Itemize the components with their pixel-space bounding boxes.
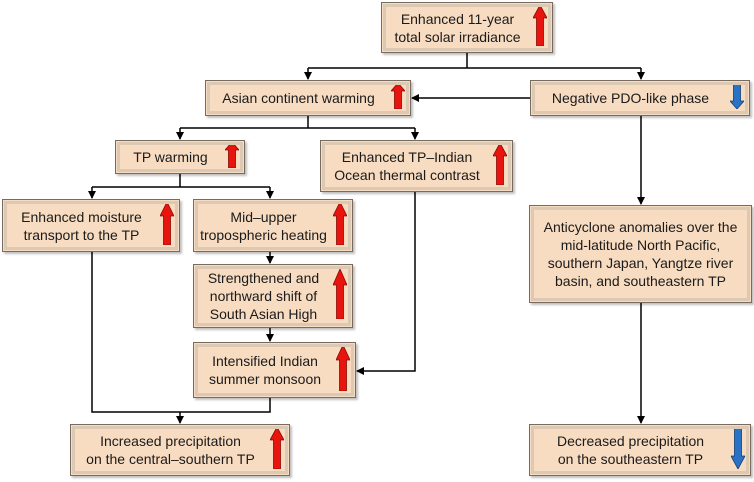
node-label: Anticyclone anomalies over the mid-latit… bbox=[543, 219, 738, 289]
node-south-asian-high: Strengthened and northward shift of Sout… bbox=[193, 264, 353, 328]
up-arrow-icon bbox=[269, 425, 285, 474]
connector-solar-split bbox=[308, 53, 641, 69]
down-arrow-shape bbox=[729, 82, 745, 110]
up-arrow-icon bbox=[532, 3, 548, 51]
down-arrow-icon bbox=[729, 82, 745, 114]
node-moisture-transport: Enhanced moisture transport to the TP bbox=[2, 199, 180, 252]
node-anticyclone-anomalies: Anticyclone anomalies over the mid-latit… bbox=[529, 205, 752, 303]
node-asian-continent-warming: Asian continent warming bbox=[205, 80, 411, 116]
node-thermal-contrast: Enhanced TP–Indian Ocean thermal contras… bbox=[320, 140, 513, 192]
up-arrow-shape bbox=[332, 200, 348, 245]
node-label: Strengthened and northward shift of Sout… bbox=[207, 270, 320, 322]
node-tropospheric-heating: Mid–upper tropospheric heating bbox=[193, 199, 353, 252]
up-arrow-shape bbox=[532, 3, 548, 46]
node-label: Enhanced 11-year total solar irradiance bbox=[394, 10, 521, 45]
up-arrow-icon bbox=[335, 343, 351, 396]
node-label: Mid–upper tropospheric heating bbox=[200, 208, 327, 243]
node-solar-irradiance: Enhanced 11-year total solar irradiance bbox=[381, 2, 553, 53]
node-label: Intensified Indian summer monsoon bbox=[208, 353, 322, 387]
connector-monsoon-down bbox=[180, 398, 271, 413]
up-arrow-icon bbox=[224, 140, 240, 173]
node-label: Negative PDO-like phase bbox=[551, 90, 710, 106]
node-label: Enhanced TP–Indian Ocean thermal contras… bbox=[334, 149, 480, 183]
up-arrow-shape bbox=[390, 81, 406, 109]
down-arrow-shape bbox=[730, 426, 746, 470]
node-label: Decreased precipitation on the southeast… bbox=[556, 433, 705, 467]
node-increased-precipitation: Increased precipitation on the central–s… bbox=[70, 424, 290, 476]
up-arrow-shape bbox=[335, 343, 351, 391]
up-arrow-icon bbox=[390, 81, 406, 114]
connector-tp-split bbox=[92, 174, 270, 188]
up-arrow-icon bbox=[332, 267, 348, 324]
up-arrow-icon bbox=[159, 200, 175, 250]
node-tp-warming: TP warming bbox=[115, 140, 245, 174]
up-arrow-icon bbox=[492, 141, 508, 190]
node-decreased-precipitation: Decreased precipitation on the southeast… bbox=[529, 424, 751, 476]
node-negative-pdo: Negative PDO-like phase bbox=[530, 80, 750, 116]
up-arrow-shape bbox=[332, 267, 348, 319]
connector-contrast-to-monsoon bbox=[356, 192, 416, 375]
up-arrow-icon bbox=[332, 200, 348, 250]
up-arrow-shape bbox=[224, 140, 240, 168]
node-label: Enhanced moisture transport to the TP bbox=[21, 208, 142, 243]
node-indian-monsoon: Intensified Indian summer monsoon bbox=[193, 342, 356, 398]
node-label: Asian continent warming bbox=[222, 90, 375, 106]
connector-asia-split bbox=[180, 116, 415, 129]
up-arrow-shape bbox=[159, 200, 175, 245]
down-arrow-icon bbox=[730, 426, 746, 474]
up-arrow-shape bbox=[269, 425, 285, 469]
connector-moisture-down bbox=[91, 252, 180, 413]
node-label: Increased precipitation on the central–s… bbox=[86, 433, 255, 467]
node-label: TP warming bbox=[133, 149, 208, 165]
up-arrow-shape bbox=[492, 141, 508, 185]
